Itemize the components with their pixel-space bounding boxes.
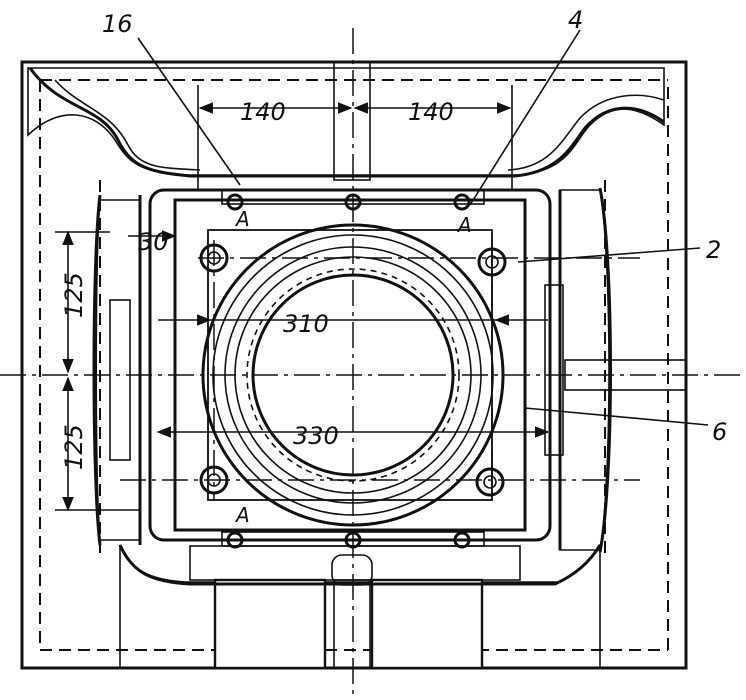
dim-30: 30 [138, 228, 169, 256]
dim-140-left: 140 [240, 98, 286, 126]
mark-a-left-bottom: A [234, 503, 250, 527]
dim-125-bottom: 125 [60, 424, 88, 470]
dim-125-top: 125 [60, 272, 88, 318]
label-part-2: 2 [706, 236, 721, 264]
dimension-lines [55, 85, 550, 512]
label-part-6: 6 [712, 418, 727, 446]
mark-a-left-top: A [234, 207, 250, 231]
outer-frame [20, 60, 688, 670]
dim-330: 330 [293, 422, 339, 450]
vertical-rib [331, 61, 373, 669]
bottom-wall-section [118, 542, 602, 670]
top-wall-section [27, 67, 665, 178]
center-lines [0, 28, 746, 700]
dim-140-right: 140 [408, 98, 454, 126]
dim-310: 310 [283, 310, 329, 338]
label-part-16: 16 [102, 10, 133, 38]
leader-lines [137, 29, 709, 426]
left-side-wall [92, 194, 142, 546]
label-part-4: 4 [568, 6, 583, 34]
right-side-wall [544, 187, 687, 553]
mark-a-right-top: A [456, 213, 472, 237]
